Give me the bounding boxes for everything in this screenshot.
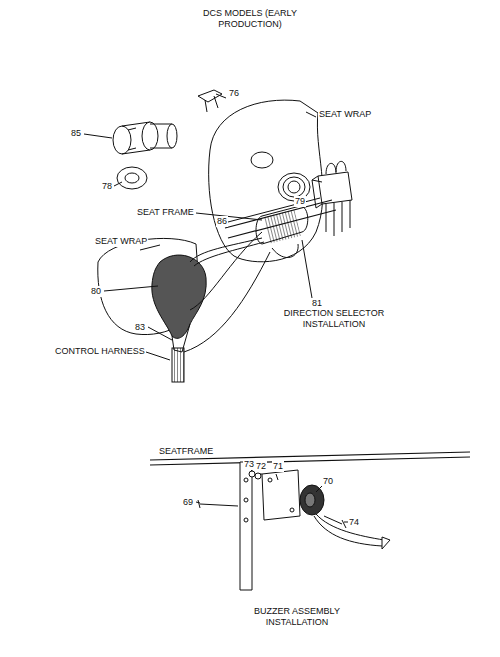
callout-number: 71 (272, 461, 284, 472)
callout-number: 83 (134, 322, 146, 333)
view-caption: DIRECTION SELECTOR INSTALLATION (273, 308, 395, 330)
callout-number: 86 (216, 216, 228, 227)
callout-number: 76 (228, 88, 240, 99)
callout-number: 70 (322, 476, 334, 487)
part-label: SEATFRAME (158, 446, 214, 457)
diagram-title: DCS MODELS (EARLY PRODUCTION) (189, 8, 311, 30)
part-label: SEAT FRAME (136, 207, 195, 218)
part-label: SEAT WRAP (94, 236, 148, 247)
part-label: SEAT WRAP (318, 109, 372, 120)
callout-number: 79 (294, 196, 306, 207)
callout-number: 73 (243, 459, 255, 470)
callout-number: 74 (348, 517, 360, 528)
callout-number: 80 (90, 286, 102, 297)
callout-number: 85 (70, 128, 82, 139)
part-label: CONTROL HARNESS (54, 346, 146, 357)
view-caption: BUZZER ASSEMBLY INSTALLATION (246, 606, 348, 628)
callout-number: 72 (255, 461, 267, 472)
callout-number: 69 (182, 497, 194, 508)
callout-number: 78 (101, 181, 113, 192)
